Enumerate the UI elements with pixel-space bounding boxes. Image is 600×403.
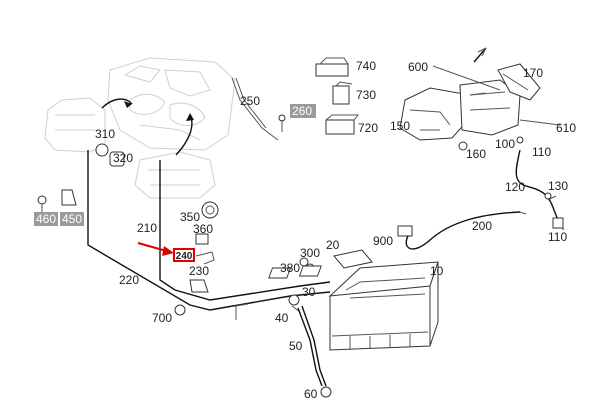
badge-450 bbox=[60, 212, 84, 226]
label-310: 310 bbox=[95, 127, 115, 141]
label-250: 250 bbox=[240, 94, 260, 108]
part-730-tab bbox=[335, 81, 353, 87]
label-210: 210 bbox=[137, 221, 157, 235]
part-350 bbox=[201, 201, 219, 219]
label-20: 20 bbox=[326, 238, 340, 252]
label-160: 160 bbox=[466, 147, 486, 161]
label-40: 40 bbox=[275, 311, 289, 325]
part-740 bbox=[315, 63, 349, 77]
cable-branch bbox=[235, 303, 249, 320]
part-450 bbox=[61, 189, 77, 206]
badge-460 bbox=[34, 212, 58, 226]
label-200: 200 bbox=[472, 219, 492, 233]
part-700 bbox=[174, 304, 186, 316]
label-110-bottom: 110 bbox=[548, 230, 567, 244]
engine-illustration bbox=[107, 57, 236, 151]
label-100: 100 bbox=[495, 137, 515, 151]
label-600: 600 bbox=[408, 60, 428, 74]
leader-610 bbox=[519, 119, 561, 126]
label-300: 300 bbox=[300, 246, 320, 260]
label-610: 610 bbox=[556, 121, 576, 135]
cable-50 bbox=[297, 307, 323, 387]
cable-200 bbox=[405, 211, 521, 250]
cable-250-edge bbox=[235, 77, 267, 129]
part-720 bbox=[325, 119, 355, 135]
label-260: 260 bbox=[292, 104, 312, 118]
cable-250 bbox=[231, 77, 279, 141]
part-360 bbox=[195, 233, 209, 245]
cable-120 bbox=[515, 149, 561, 226]
part-720-top bbox=[325, 114, 360, 121]
part-350-inner bbox=[205, 205, 215, 215]
part-320 bbox=[109, 151, 125, 167]
part-30 bbox=[288, 294, 300, 306]
part-230 bbox=[189, 279, 209, 293]
part-160 bbox=[458, 141, 468, 151]
part-460 bbox=[37, 195, 47, 205]
part-60 bbox=[320, 386, 332, 398]
highlight-label: 240 bbox=[176, 251, 193, 262]
label-360: 360 bbox=[193, 222, 213, 236]
leader-600 bbox=[473, 47, 487, 63]
label-130: 130 bbox=[548, 179, 568, 193]
label-230: 230 bbox=[189, 264, 209, 278]
label-110-top: 110 bbox=[532, 145, 551, 159]
label-120: 120 bbox=[505, 180, 525, 194]
label-730: 730 bbox=[356, 88, 376, 102]
label-60: 60 bbox=[304, 387, 318, 401]
label-720: 720 bbox=[358, 121, 378, 135]
arrow-head bbox=[124, 101, 132, 108]
leader-170 bbox=[469, 92, 486, 96]
battery-10 bbox=[268, 261, 439, 351]
label-740: 740 bbox=[356, 59, 376, 73]
leader-600b bbox=[432, 65, 501, 91]
label-320: 320 bbox=[113, 151, 133, 165]
highlight-box bbox=[173, 248, 195, 262]
battery-tray-assembly bbox=[399, 63, 541, 141]
part-240-body bbox=[195, 251, 215, 265]
label-450: 450 bbox=[62, 212, 82, 226]
part-310 bbox=[95, 143, 109, 157]
cable-200-end bbox=[519, 211, 527, 215]
part-900 bbox=[397, 225, 413, 237]
arrow-600 bbox=[477, 47, 487, 57]
label-170: 170 bbox=[523, 66, 543, 80]
label-150: 150 bbox=[390, 119, 410, 133]
badge-260 bbox=[290, 104, 316, 118]
part-20 bbox=[333, 249, 373, 269]
cable-210 bbox=[159, 160, 331, 301]
label-460: 460 bbox=[36, 212, 56, 226]
label-50: 50 bbox=[289, 339, 303, 353]
flow-arrow bbox=[101, 98, 133, 109]
part-110a bbox=[516, 136, 524, 144]
transmission-illustration bbox=[44, 97, 106, 153]
label-700: 700 bbox=[152, 311, 172, 325]
label-900: 900 bbox=[373, 234, 393, 248]
label-380: 380 bbox=[280, 261, 300, 275]
part-730 bbox=[332, 85, 350, 105]
label-30: 30 bbox=[302, 285, 316, 299]
label-220: 220 bbox=[119, 273, 139, 287]
arrow-head bbox=[186, 113, 194, 121]
part-740-top bbox=[319, 57, 349, 65]
part-110b bbox=[552, 217, 564, 229]
callout-arrow-head bbox=[162, 246, 174, 256]
part-130 bbox=[544, 192, 552, 200]
starter-illustration bbox=[134, 151, 216, 199]
cable-50-edge bbox=[301, 305, 327, 387]
label-350: 350 bbox=[180, 210, 200, 224]
label-10: 10 bbox=[430, 264, 444, 278]
